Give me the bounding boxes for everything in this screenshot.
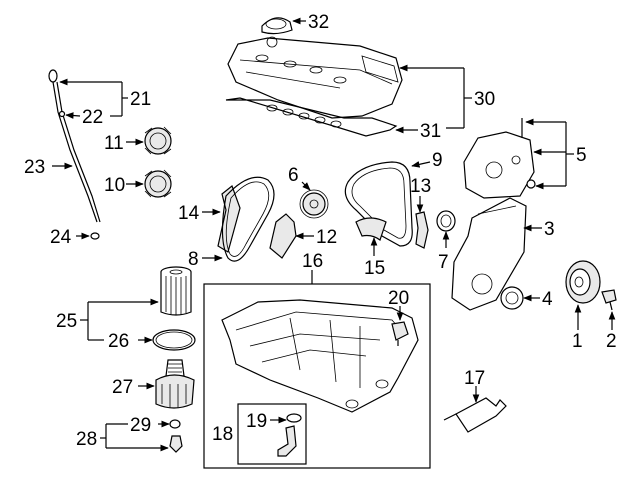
dipstick-seal-part [90, 232, 100, 240]
oil-pump-pickup-group [237, 403, 307, 465]
camshaft-seal-part [436, 210, 456, 232]
camshaft-adjuster-exhaust-part [144, 169, 172, 198]
callout-4: 4 [542, 289, 553, 310]
dipstick-part [48, 69, 101, 223]
crankshaft-seal-part [500, 286, 524, 310]
callout-18: 18 [212, 424, 233, 445]
chain-tensioner-part [269, 213, 297, 259]
crankshaft-sprocket-part [299, 189, 329, 219]
sealant-tube-part [443, 397, 507, 433]
callout-3: 3 [544, 219, 555, 240]
pulley-bolt-part [601, 289, 617, 311]
callout-6: 6 [288, 165, 299, 186]
callout-22: 22 [82, 107, 103, 128]
callout-23: 23 [24, 157, 45, 178]
callout-12: 12 [316, 227, 337, 248]
callout-20: 20 [388, 288, 409, 309]
callout-28: 28 [76, 429, 97, 450]
callout-10: 10 [104, 175, 125, 196]
callout-27: 27 [112, 377, 133, 398]
upper-timing-cover-part [463, 118, 536, 199]
callout-26: 26 [108, 331, 129, 352]
callout-25: 25 [56, 311, 77, 332]
idler-pulley-part [415, 211, 429, 249]
callout-labels: 32 30 31 21 22 23 24 11 10 6 14 12 8 9 1… [24, 12, 617, 450]
callout-19: 19 [246, 411, 267, 432]
drain-plug-washer-part [169, 419, 181, 429]
timing-cover-part [451, 197, 527, 311]
oil-pan-group [203, 283, 431, 469]
callout-11: 11 [104, 133, 124, 154]
valve-cover-gasket-part [225, 97, 398, 137]
callout-8: 8 [188, 249, 199, 270]
callout-31: 31 [420, 121, 441, 142]
callout-17: 17 [464, 368, 485, 389]
callout-9: 9 [432, 150, 443, 171]
camshaft-adjuster-intake-part [144, 126, 172, 155]
timing-chain-part [221, 176, 275, 262]
belt-guide-part [355, 217, 387, 241]
callout-21: 21 [130, 89, 151, 110]
callout-24: 24 [50, 227, 72, 248]
callout-30: 30 [474, 89, 495, 110]
leader-lines [52, 17, 616, 452]
oil-filter-housing-part [155, 359, 195, 409]
drain-plug-part [169, 435, 183, 453]
callout-16: 16 [302, 251, 323, 272]
accessory-belt-part [344, 161, 413, 247]
callout-15: 15 [364, 258, 385, 279]
timing-chain-guide-part [217, 185, 241, 253]
crankshaft-pulley-part [565, 260, 601, 304]
valve-cover-part [227, 36, 403, 119]
callout-29: 29 [130, 415, 151, 436]
oil-filler-cap-part [261, 17, 293, 35]
filter-cap-o-ring-part [152, 329, 196, 351]
callout-5: 5 [576, 145, 587, 166]
callout-32: 32 [308, 12, 329, 33]
callout-13: 13 [410, 176, 431, 197]
oil-level-sensor-part [391, 321, 409, 346]
callout-14: 14 [178, 203, 200, 224]
callout-1: 1 [572, 331, 583, 352]
callout-2: 2 [606, 331, 617, 352]
callout-7: 7 [438, 252, 449, 273]
oil-filter-element-part [160, 266, 192, 316]
